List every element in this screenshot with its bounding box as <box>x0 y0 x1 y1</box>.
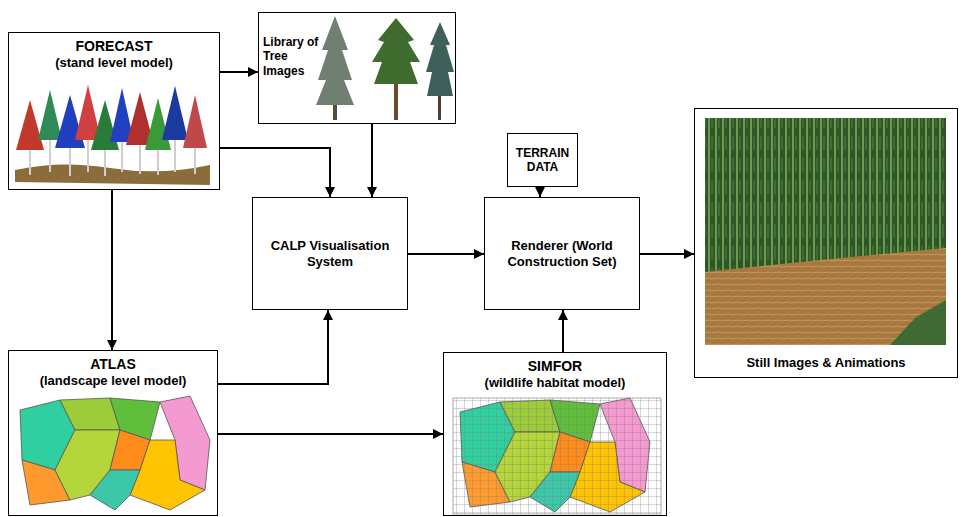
flow-arrow <box>539 187 541 197</box>
node-title: CALP Visualisation System <box>270 238 390 269</box>
flow-arrow <box>111 190 113 350</box>
model-box: FORECAST(stand level model) <box>8 32 220 190</box>
node-title: FORECAST <box>76 38 153 55</box>
flow-arrow <box>640 253 694 255</box>
flow-arrow <box>408 253 484 255</box>
process-box: CALP Visualisation System <box>252 197 408 310</box>
library-box: Library of Tree Images <box>258 12 456 124</box>
node-subtitle: (wildlife habitat model) <box>485 375 626 391</box>
node-subtitle: (landscape level model) <box>40 373 187 389</box>
habitat-grid <box>453 398 661 514</box>
flow-arrow <box>220 148 330 197</box>
node-subtitle: (stand level model) <box>55 55 173 71</box>
stand-illustration <box>15 85 210 185</box>
output-box: Still Images & Animations <box>694 108 958 378</box>
node-title: Still Images & Animations <box>746 355 905 371</box>
node-title: SIMFOR <box>528 358 582 375</box>
model-box: ATLAS(landscape level model) <box>8 350 218 516</box>
node-title: Renderer (World Construction Set) <box>497 238 627 269</box>
node-title: Library of Tree Images <box>263 35 327 78</box>
data-box: TERRAIN DATA <box>507 133 578 187</box>
landscape-polygons <box>20 396 210 510</box>
flow-arrow <box>218 433 443 435</box>
node-title: ATLAS <box>90 356 136 373</box>
process-box: Renderer (World Construction Set) <box>484 197 640 310</box>
flow-arrow <box>218 310 328 384</box>
node-title: TERRAIN DATA <box>508 146 577 175</box>
tree-images <box>316 16 454 120</box>
model-box: SIMFOR(wildlife habitat model) <box>443 352 667 516</box>
flow-arrow <box>562 310 564 352</box>
flow-arrow <box>220 71 258 73</box>
flow-arrow <box>371 124 373 197</box>
rendered-scene <box>705 118 946 345</box>
